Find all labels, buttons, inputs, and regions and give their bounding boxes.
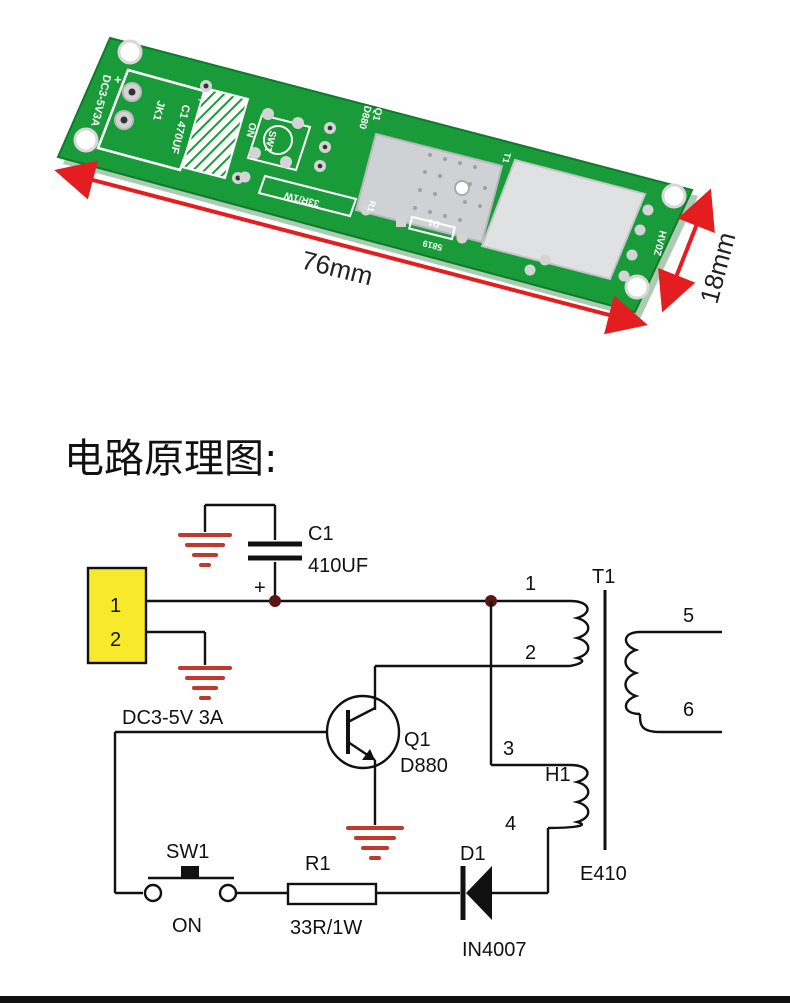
d1-part: IN4007: [462, 939, 527, 961]
t1-pin-2: 2: [525, 642, 536, 664]
ground-symbol-connector: [178, 666, 232, 700]
t1-name: T1: [592, 566, 615, 588]
c1-value: 410UF: [308, 555, 368, 577]
height-arrow: [658, 188, 715, 313]
t1-core: E410: [580, 863, 627, 885]
d1-name: D1: [460, 843, 486, 865]
ground-symbol-q1: [346, 826, 404, 860]
sw1-name: SW1: [166, 841, 209, 863]
sw1-state: ON: [172, 915, 202, 937]
pcb-photo: DC3-5V3A + JK1 C1 470UF + ON SW1 Q1 D880…: [54, 36, 742, 335]
r1-body: [286, 882, 378, 906]
mount-hole-top-left: [117, 39, 143, 65]
t1-pin-3: 3: [503, 738, 514, 760]
mount-hole-bottom-left: [73, 127, 99, 153]
r1-name: R1: [305, 853, 331, 875]
t1-h: H1: [545, 764, 571, 786]
silk-plus: +: [114, 72, 122, 87]
q1-body: [325, 694, 401, 770]
c1-polarity: +: [254, 577, 266, 599]
sw1-contact-right: [218, 883, 238, 903]
connector-pin-1: 1: [110, 595, 121, 617]
bottom-rule: [0, 996, 790, 1003]
r1-value: 33R/1W: [290, 917, 362, 939]
mount-hole-bottom-right: [624, 274, 650, 300]
t1-pin-4: 4: [505, 813, 516, 835]
schematic: 1 2 C1 410UF +: [86, 503, 722, 961]
q1-name: Q1: [404, 729, 431, 751]
q1-part: D880: [400, 755, 448, 777]
supply-label: DC3-5V 3A: [122, 707, 224, 729]
c1-name: C1: [308, 523, 334, 545]
connector-pin-2: 2: [110, 629, 121, 651]
sw1-contact-left: [143, 883, 163, 903]
silk-sw: SW1: [262, 129, 278, 153]
silk-on: ON: [243, 121, 257, 138]
ground-symbol-c1: [178, 533, 232, 567]
t1-pin-1: 1: [525, 573, 536, 595]
connector-block: [86, 566, 148, 665]
height-label: 18mm: [694, 229, 742, 307]
d1-body: [466, 866, 492, 920]
silk-cap-plus: +: [198, 92, 206, 107]
t1-pin-5: 5: [683, 605, 694, 627]
junction-c1: [269, 595, 281, 607]
t1-pin-6: 6: [683, 699, 694, 721]
width-arrow: [54, 160, 648, 335]
silk-jk: JK1: [150, 99, 167, 121]
mount-hole-top-right: [661, 183, 687, 209]
silk-q: Q1: [370, 106, 384, 122]
section-heading: 电路原理图:: [64, 436, 277, 482]
